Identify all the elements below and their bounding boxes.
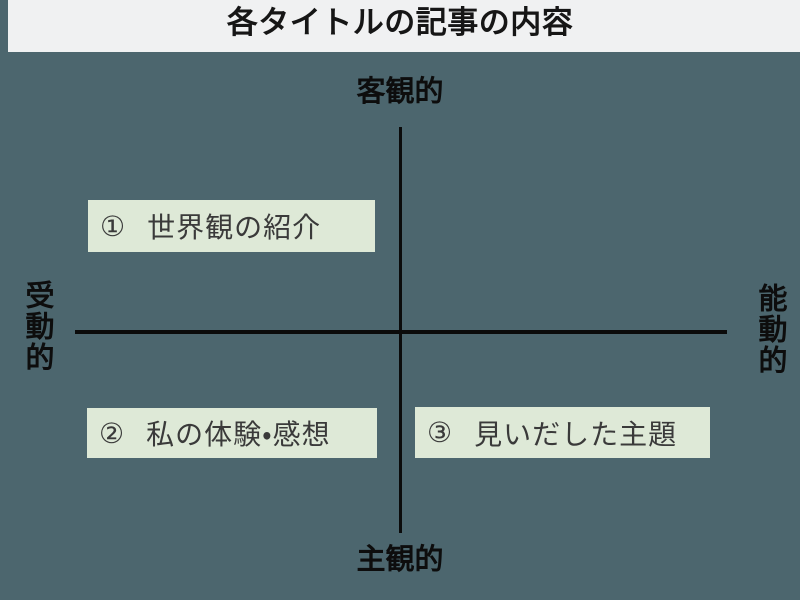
axis-label-active: 能動的	[754, 283, 786, 376]
axis-label-passive: 受動的	[21, 280, 53, 373]
axis-label-objective: 客観的	[356, 76, 444, 108]
quadrant-item-theme: ③ 見いだした主題	[415, 407, 710, 458]
item-label: 見いだした主題	[474, 418, 678, 450]
item-label: 私の体験・感想	[146, 419, 331, 450]
horizontal-axis-line	[75, 330, 727, 334]
quadrant-item-worldview: ① 世界観の紹介	[88, 200, 375, 252]
page-title: 各タイトルの記事の内容	[226, 5, 574, 40]
item-label: 世界観の紹介	[147, 212, 322, 243]
item-number-badge: ①	[100, 210, 126, 242]
quadrant-item-experience: ② 私の体験・感想	[87, 408, 377, 458]
axis-label-subjective: 主観的	[356, 544, 444, 576]
item-number-badge: ②	[99, 417, 125, 449]
title-bar	[8, 0, 800, 52]
item-number-badge: ③	[427, 417, 453, 448]
